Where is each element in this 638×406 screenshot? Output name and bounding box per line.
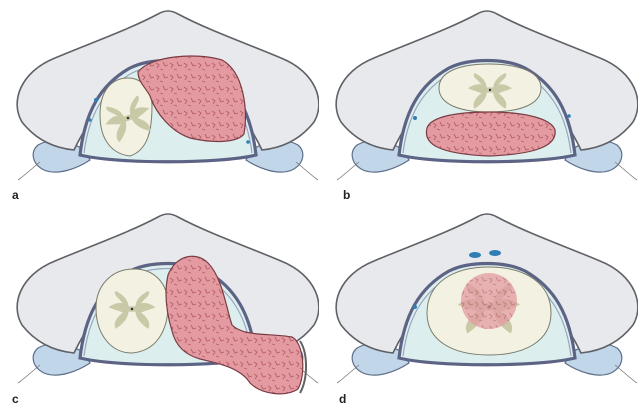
panel-d-illustration	[319, 203, 638, 405]
spinal-cord	[96, 269, 168, 353]
panel-a: a	[0, 0, 319, 202]
intramedullary-tumor	[461, 273, 517, 329]
panel-c: c	[0, 203, 319, 405]
panel-label-a: a	[12, 189, 19, 201]
tumor-mass	[426, 112, 555, 156]
panel-c-illustration	[0, 203, 319, 405]
panel-b-illustration	[319, 0, 638, 202]
panel-label-d: d	[339, 393, 346, 405]
spinal-cord	[439, 64, 541, 112]
panel-label-b: b	[343, 189, 350, 201]
panel-a-illustration	[0, 0, 319, 202]
panel-b: b	[319, 0, 638, 202]
panel-d: d	[319, 203, 638, 405]
panel-label-c: c	[12, 393, 19, 405]
